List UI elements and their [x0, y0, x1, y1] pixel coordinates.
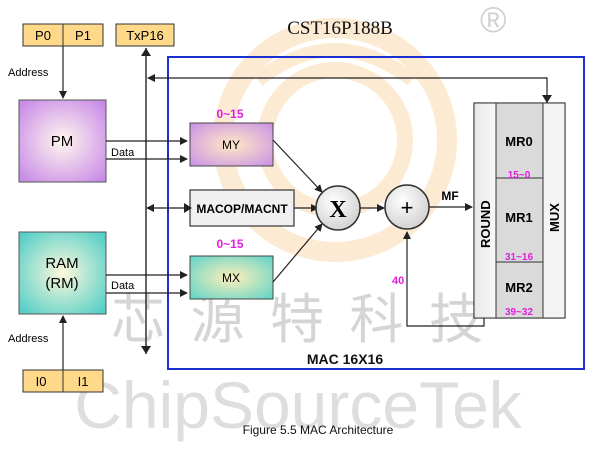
- txp16-register: [115, 23, 175, 47]
- pm-label: PM: [51, 133, 74, 150]
- feedback-path: [403, 231, 485, 327]
- my-register: [189, 122, 274, 167]
- mr0-register: [495, 102, 544, 179]
- mx-to-multiplier: [272, 223, 323, 283]
- chinese-watermark: 芯 源 特 科 技: [111, 290, 489, 350]
- txp16-label: TxP16: [126, 28, 164, 43]
- pm-block: [18, 99, 107, 183]
- round-label: ROUND: [478, 200, 493, 248]
- ram-label: RAM: [45, 255, 78, 272]
- figure-caption: Figure 5.5 MAC Architecture: [243, 423, 394, 437]
- ram-sublabel: (RM): [45, 275, 78, 292]
- latin-watermark: ChipSourceTek: [74, 368, 523, 442]
- mx-register: [189, 255, 274, 300]
- mux-label: MUX: [547, 203, 562, 232]
- mac-title: MAC 16X16: [307, 351, 383, 367]
- mx-label: MX: [222, 271, 240, 285]
- mr1-register: [495, 177, 544, 263]
- feedback-width: 40: [392, 275, 404, 287]
- i1-label: I1: [78, 374, 89, 389]
- i0-i1-register: I0 I1: [22, 369, 104, 393]
- address-label-bottom: Address: [8, 333, 49, 345]
- mr0-bits: 15~0: [508, 170, 531, 181]
- my-range: 0~15: [216, 107, 243, 121]
- mux-to-bus-path: [147, 74, 548, 103]
- data-label-ram: Data: [111, 280, 135, 292]
- my-label: MY: [222, 138, 240, 152]
- p0-label: P0: [35, 28, 51, 43]
- mr2-register: [495, 261, 544, 319]
- p0-p1-register: P0 P1: [22, 23, 104, 47]
- my-to-multiplier: [272, 139, 323, 193]
- chip-name: CST16P188B: [287, 18, 393, 39]
- ram-block: [18, 231, 107, 315]
- mr1-label: MR1: [505, 210, 532, 225]
- p1-label: P1: [75, 28, 91, 43]
- macop-label: MACOP/MACNT: [196, 202, 288, 216]
- i0-label: I0: [36, 374, 47, 389]
- data-label-pm: Data: [111, 147, 135, 159]
- address-label-top: Address: [8, 67, 49, 79]
- mx-range: 0~15: [216, 237, 243, 251]
- adder-symbol: +: [401, 195, 414, 220]
- mac-unit-border: [167, 56, 585, 370]
- registered-mark-watermark: ®: [480, 0, 507, 40]
- mr1-bits: 31~16: [505, 252, 534, 263]
- mux-column: [542, 102, 566, 319]
- mf-label: MF: [441, 189, 458, 203]
- mr2-label: MR2: [505, 280, 532, 295]
- mr2-bits: 39~32: [505, 307, 534, 318]
- multiplier-symbol: X: [329, 197, 347, 223]
- mr0-label: MR0: [505, 134, 532, 149]
